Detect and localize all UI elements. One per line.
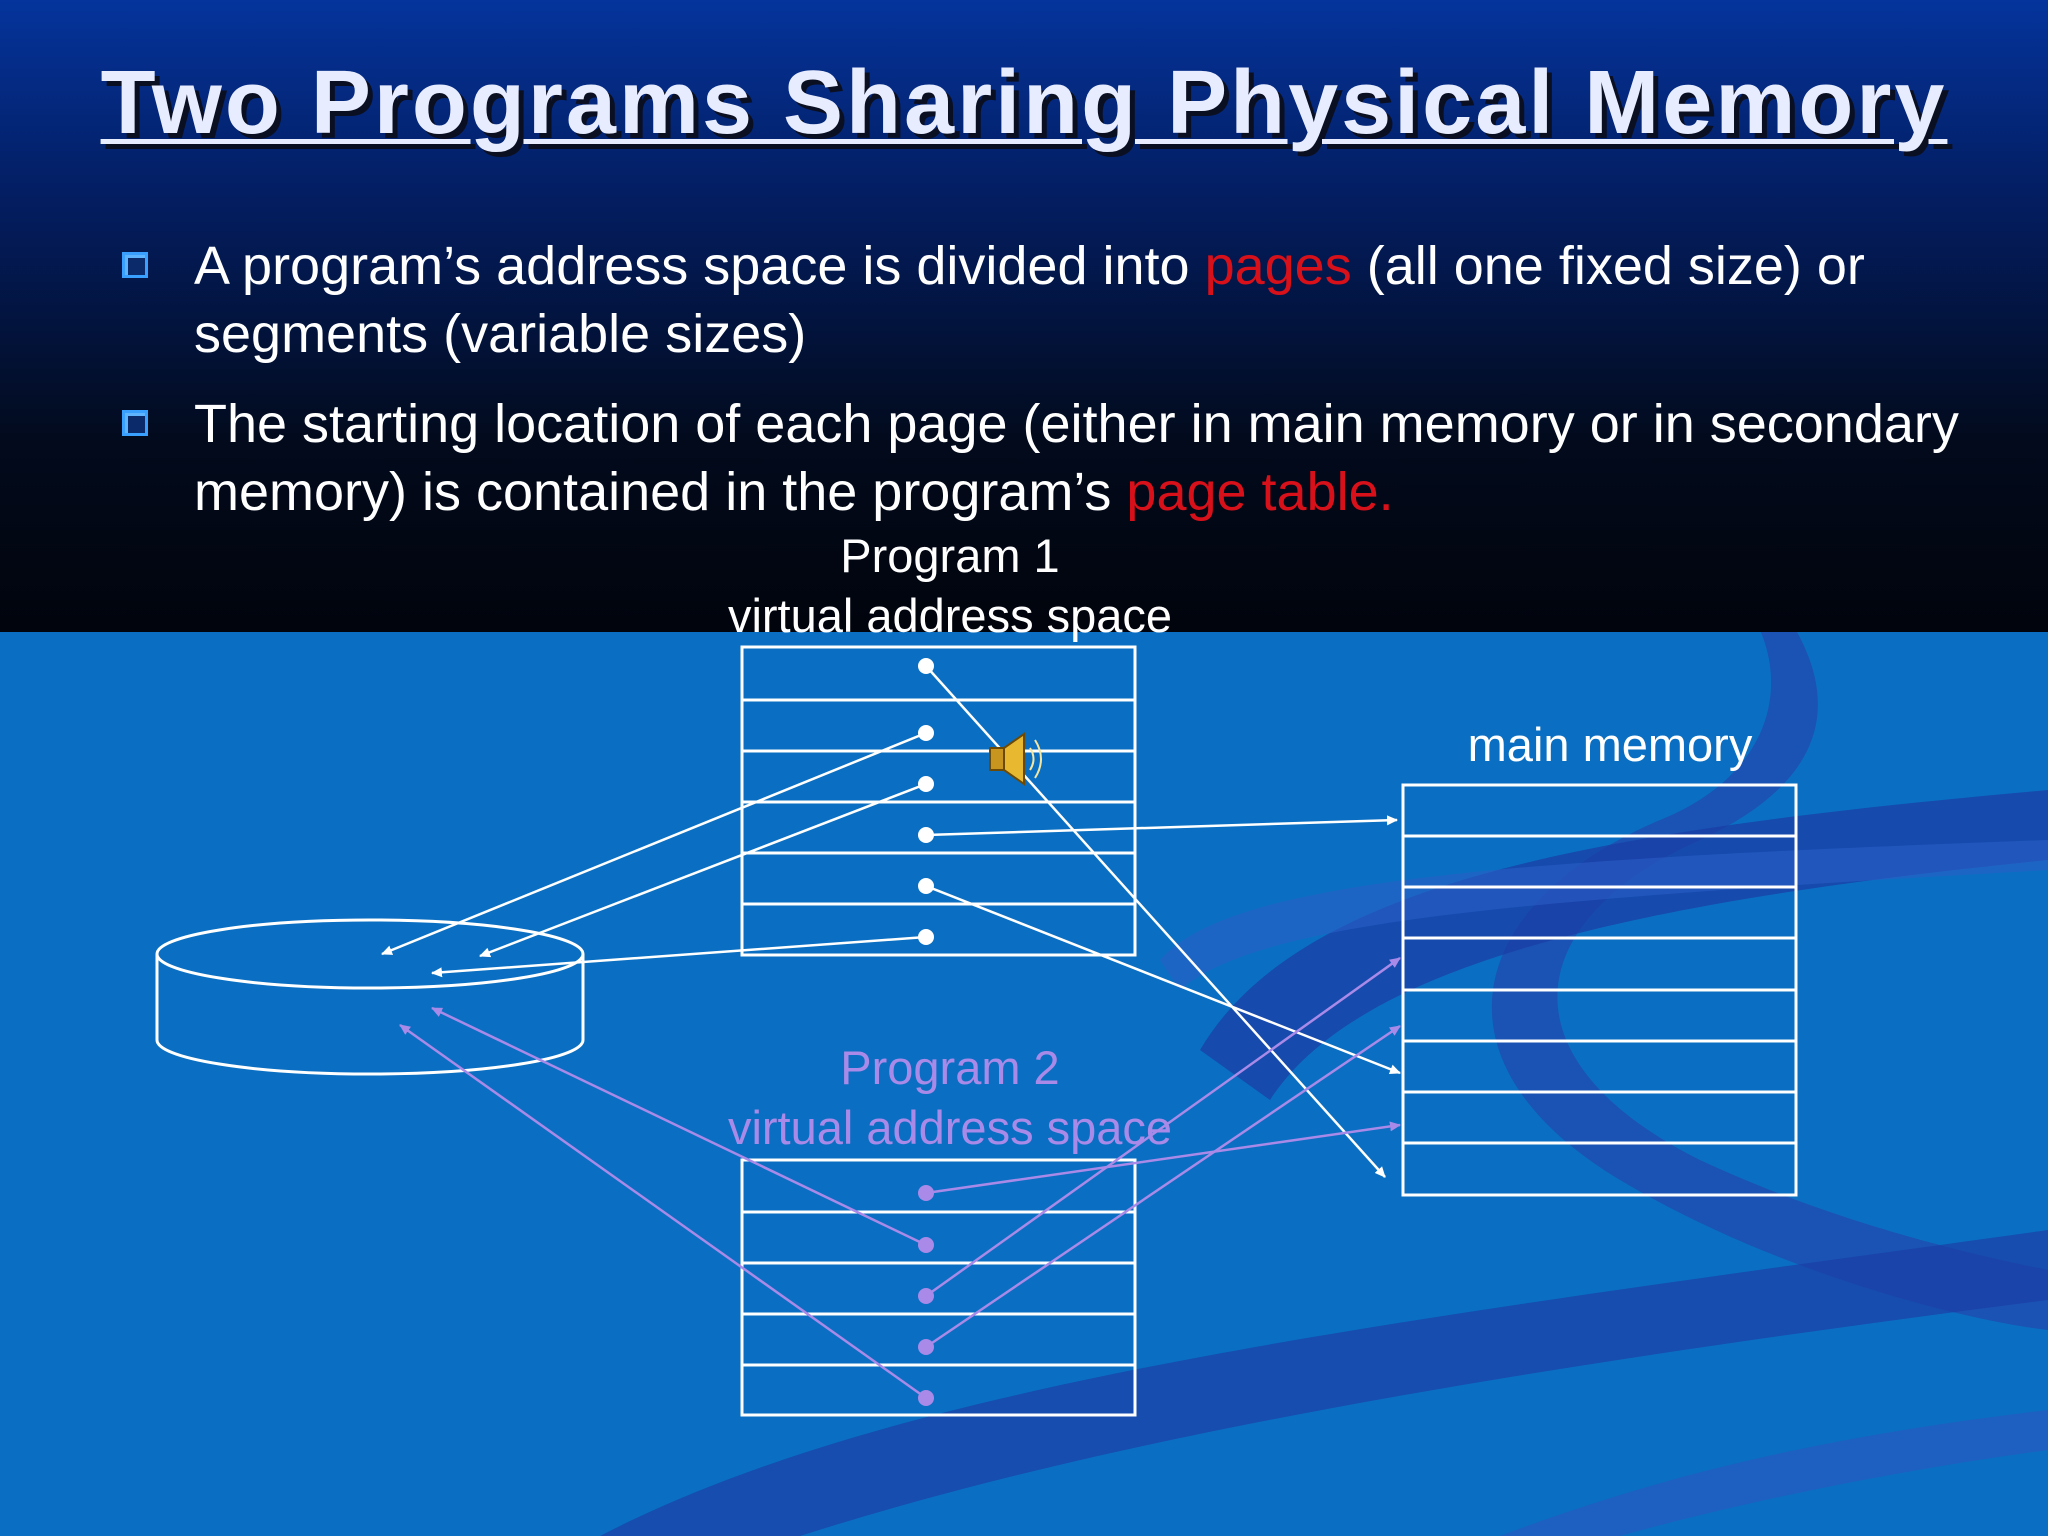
program1-page-dots — [918, 658, 934, 945]
program2-mappings — [399, 956, 1401, 1400]
header-panel — [0, 0, 2048, 632]
program2-label-line1: Program 2 — [840, 1041, 1060, 1094]
bullet-1-part-1: A program’s address space is divided int… — [194, 236, 1205, 296]
slide-title: Two Programs Sharing Physical Memory — [100, 53, 1948, 153]
main-memory-block — [1401, 783, 1798, 1197]
bullet-list: A program’s address space is divided int… — [118, 232, 1998, 548]
main-memory-label: main memory — [1467, 718, 1753, 771]
program2-page-dots — [918, 1185, 934, 1406]
program1-page-table — [740, 645, 1137, 957]
bullet-square-icon — [122, 410, 148, 436]
bullet-item-2: The starting location of each page (eith… — [118, 390, 1998, 526]
disk-icon — [155, 918, 585, 1076]
bullet-square-icon — [122, 252, 148, 278]
program2-label: Program 2 virtual address space — [650, 1038, 1250, 1158]
bullet-item-1: A program’s address space is divided int… — [118, 232, 1998, 368]
bullet-2-highlight-page-table: page table. — [1126, 462, 1394, 522]
program2-label-line2: virtual address space — [727, 1101, 1173, 1154]
program1-label: Program 1 virtual address space — [650, 526, 1250, 646]
bullet-1-highlight-pages: pages — [1204, 236, 1352, 296]
program1-label-line2: virtual address space — [727, 589, 1173, 642]
program1-label-line1: Program 1 — [840, 529, 1060, 582]
bullet-1-part-3: (all one fixed size) or segments (variab… — [194, 236, 1865, 364]
speaker-icon[interactable] — [989, 732, 1042, 786]
bullet-2-part-1: The starting location of each page (eith… — [194, 394, 1959, 522]
